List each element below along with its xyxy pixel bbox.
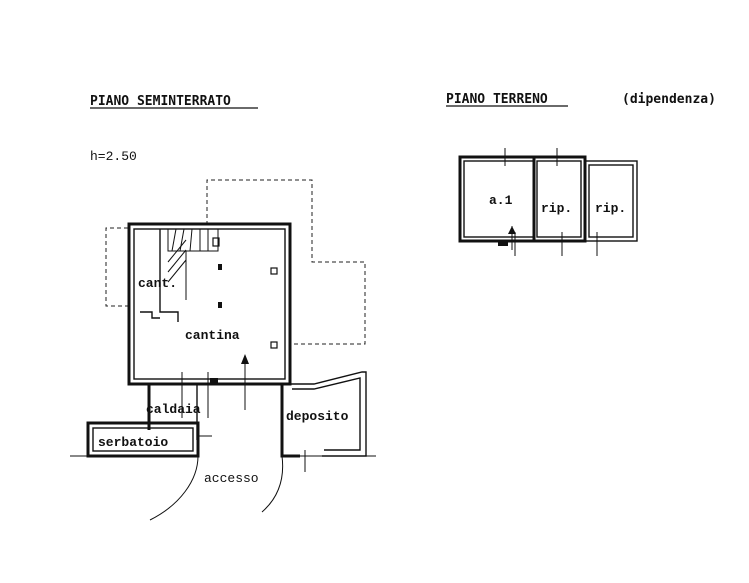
- room-label-deposito: deposito: [286, 409, 349, 424]
- entry-arrow-head: [508, 226, 516, 234]
- door-swing-right-icon: [261, 455, 284, 513]
- room-label-caldaia: caldaia: [146, 402, 201, 417]
- room-label-rip2: rip.: [595, 201, 626, 216]
- height-note: h=2.50: [90, 149, 137, 164]
- room-label-accesso: accesso: [204, 471, 259, 486]
- pillar-mark: [218, 302, 222, 308]
- dipendenza-outer-wall: [458, 155, 587, 243]
- cant-partition: [159, 229, 179, 322]
- ground-floor-plan: a.1 rip. rip.: [458, 148, 638, 256]
- cantina-outer-wall: [127, 222, 292, 386]
- heading-piano-terreno: PIANO TERRENO: [446, 92, 548, 107]
- room-label-cant: cant.: [138, 276, 177, 291]
- staircase: [167, 228, 220, 300]
- room-label-serbatoio: serbatoio: [98, 435, 168, 450]
- rip2-inner: [588, 164, 634, 238]
- pillar-mark: [270, 341, 278, 349]
- access-arrow-head: [241, 354, 249, 364]
- pillar-mark: [218, 264, 222, 270]
- heading-piano-seminterrato: PIANO SEMINTERRATO: [90, 94, 231, 109]
- heading-dipendenza: (dipendenza): [622, 92, 716, 107]
- cant-partition-step: [140, 311, 160, 319]
- room-label-rip1: rip.: [541, 201, 572, 216]
- rip2-outline: [584, 160, 638, 242]
- upper-floor-dashed-outline: [206, 179, 366, 345]
- room-label-cantina: cantina: [185, 328, 240, 343]
- pillar-mark: [270, 267, 278, 275]
- door-mark: [210, 378, 218, 384]
- room-label-a1: a.1: [489, 193, 513, 208]
- left-dashed-outline: [105, 227, 128, 307]
- door-swing-left-icon: [149, 455, 199, 521]
- rip1-inner: [536, 160, 582, 238]
- serbatoio-inner-wall: [92, 427, 194, 452]
- door-mark: [498, 241, 508, 246]
- basement-plan: cant. cantina caldaia serbatoio deposito…: [70, 179, 376, 521]
- deposito-inner: [292, 377, 361, 451]
